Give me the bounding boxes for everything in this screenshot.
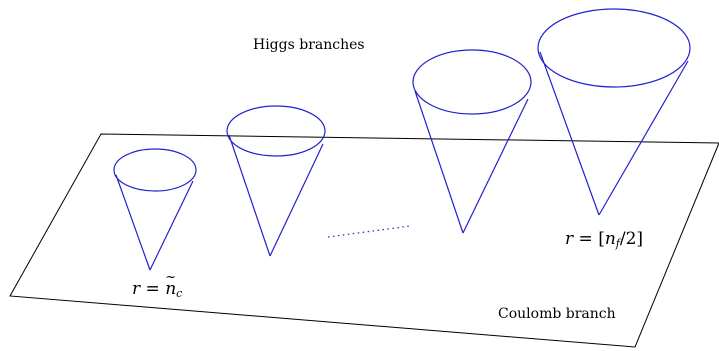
cone-label-nf-var: r xyxy=(565,229,574,249)
cone-label-nc-sub: c xyxy=(176,287,183,300)
cone-1-side-right xyxy=(149,180,194,271)
cone-3-side-left xyxy=(414,90,464,234)
cone-4 xyxy=(537,8,691,216)
ellipsis-dots xyxy=(327,225,411,238)
cone-4-rim xyxy=(537,8,691,88)
higgs-branches-label: Higgs branches xyxy=(253,37,365,53)
cone-1-side-left xyxy=(115,174,151,271)
cone-1 xyxy=(113,148,197,271)
coulomb-plane xyxy=(9,133,719,348)
coulomb-branch-label: Coulomb branch xyxy=(498,306,616,322)
cone-label-nc: r = nc xyxy=(132,270,183,300)
cone-label-nf-sub: f xyxy=(615,237,620,250)
cone-2-side-right xyxy=(269,143,324,257)
cone-4-side-right xyxy=(598,60,689,216)
cone-label-nf-eq: = xyxy=(578,229,593,249)
cone-label-nf-sym: n xyxy=(604,229,616,249)
cone-1-rim xyxy=(113,148,197,192)
cone-2-rim xyxy=(226,105,326,157)
cone-3-rim xyxy=(412,49,532,115)
cone-2-side-left xyxy=(228,134,271,257)
cone-4-side-left xyxy=(539,51,600,216)
cone-label-nf-open: [ xyxy=(598,229,605,249)
cone-label-nf-tail: /2] xyxy=(619,229,644,249)
cone-label-nc-eq: = xyxy=(145,279,160,299)
cone-3-side-right xyxy=(462,98,529,234)
cone-2 xyxy=(226,105,326,257)
cone-3 xyxy=(412,49,532,234)
cone-label-nc-var: r xyxy=(132,279,141,299)
cone-label-nc-sym: n xyxy=(165,270,176,299)
cone-label-nf: r = [nf/2] xyxy=(565,229,643,250)
